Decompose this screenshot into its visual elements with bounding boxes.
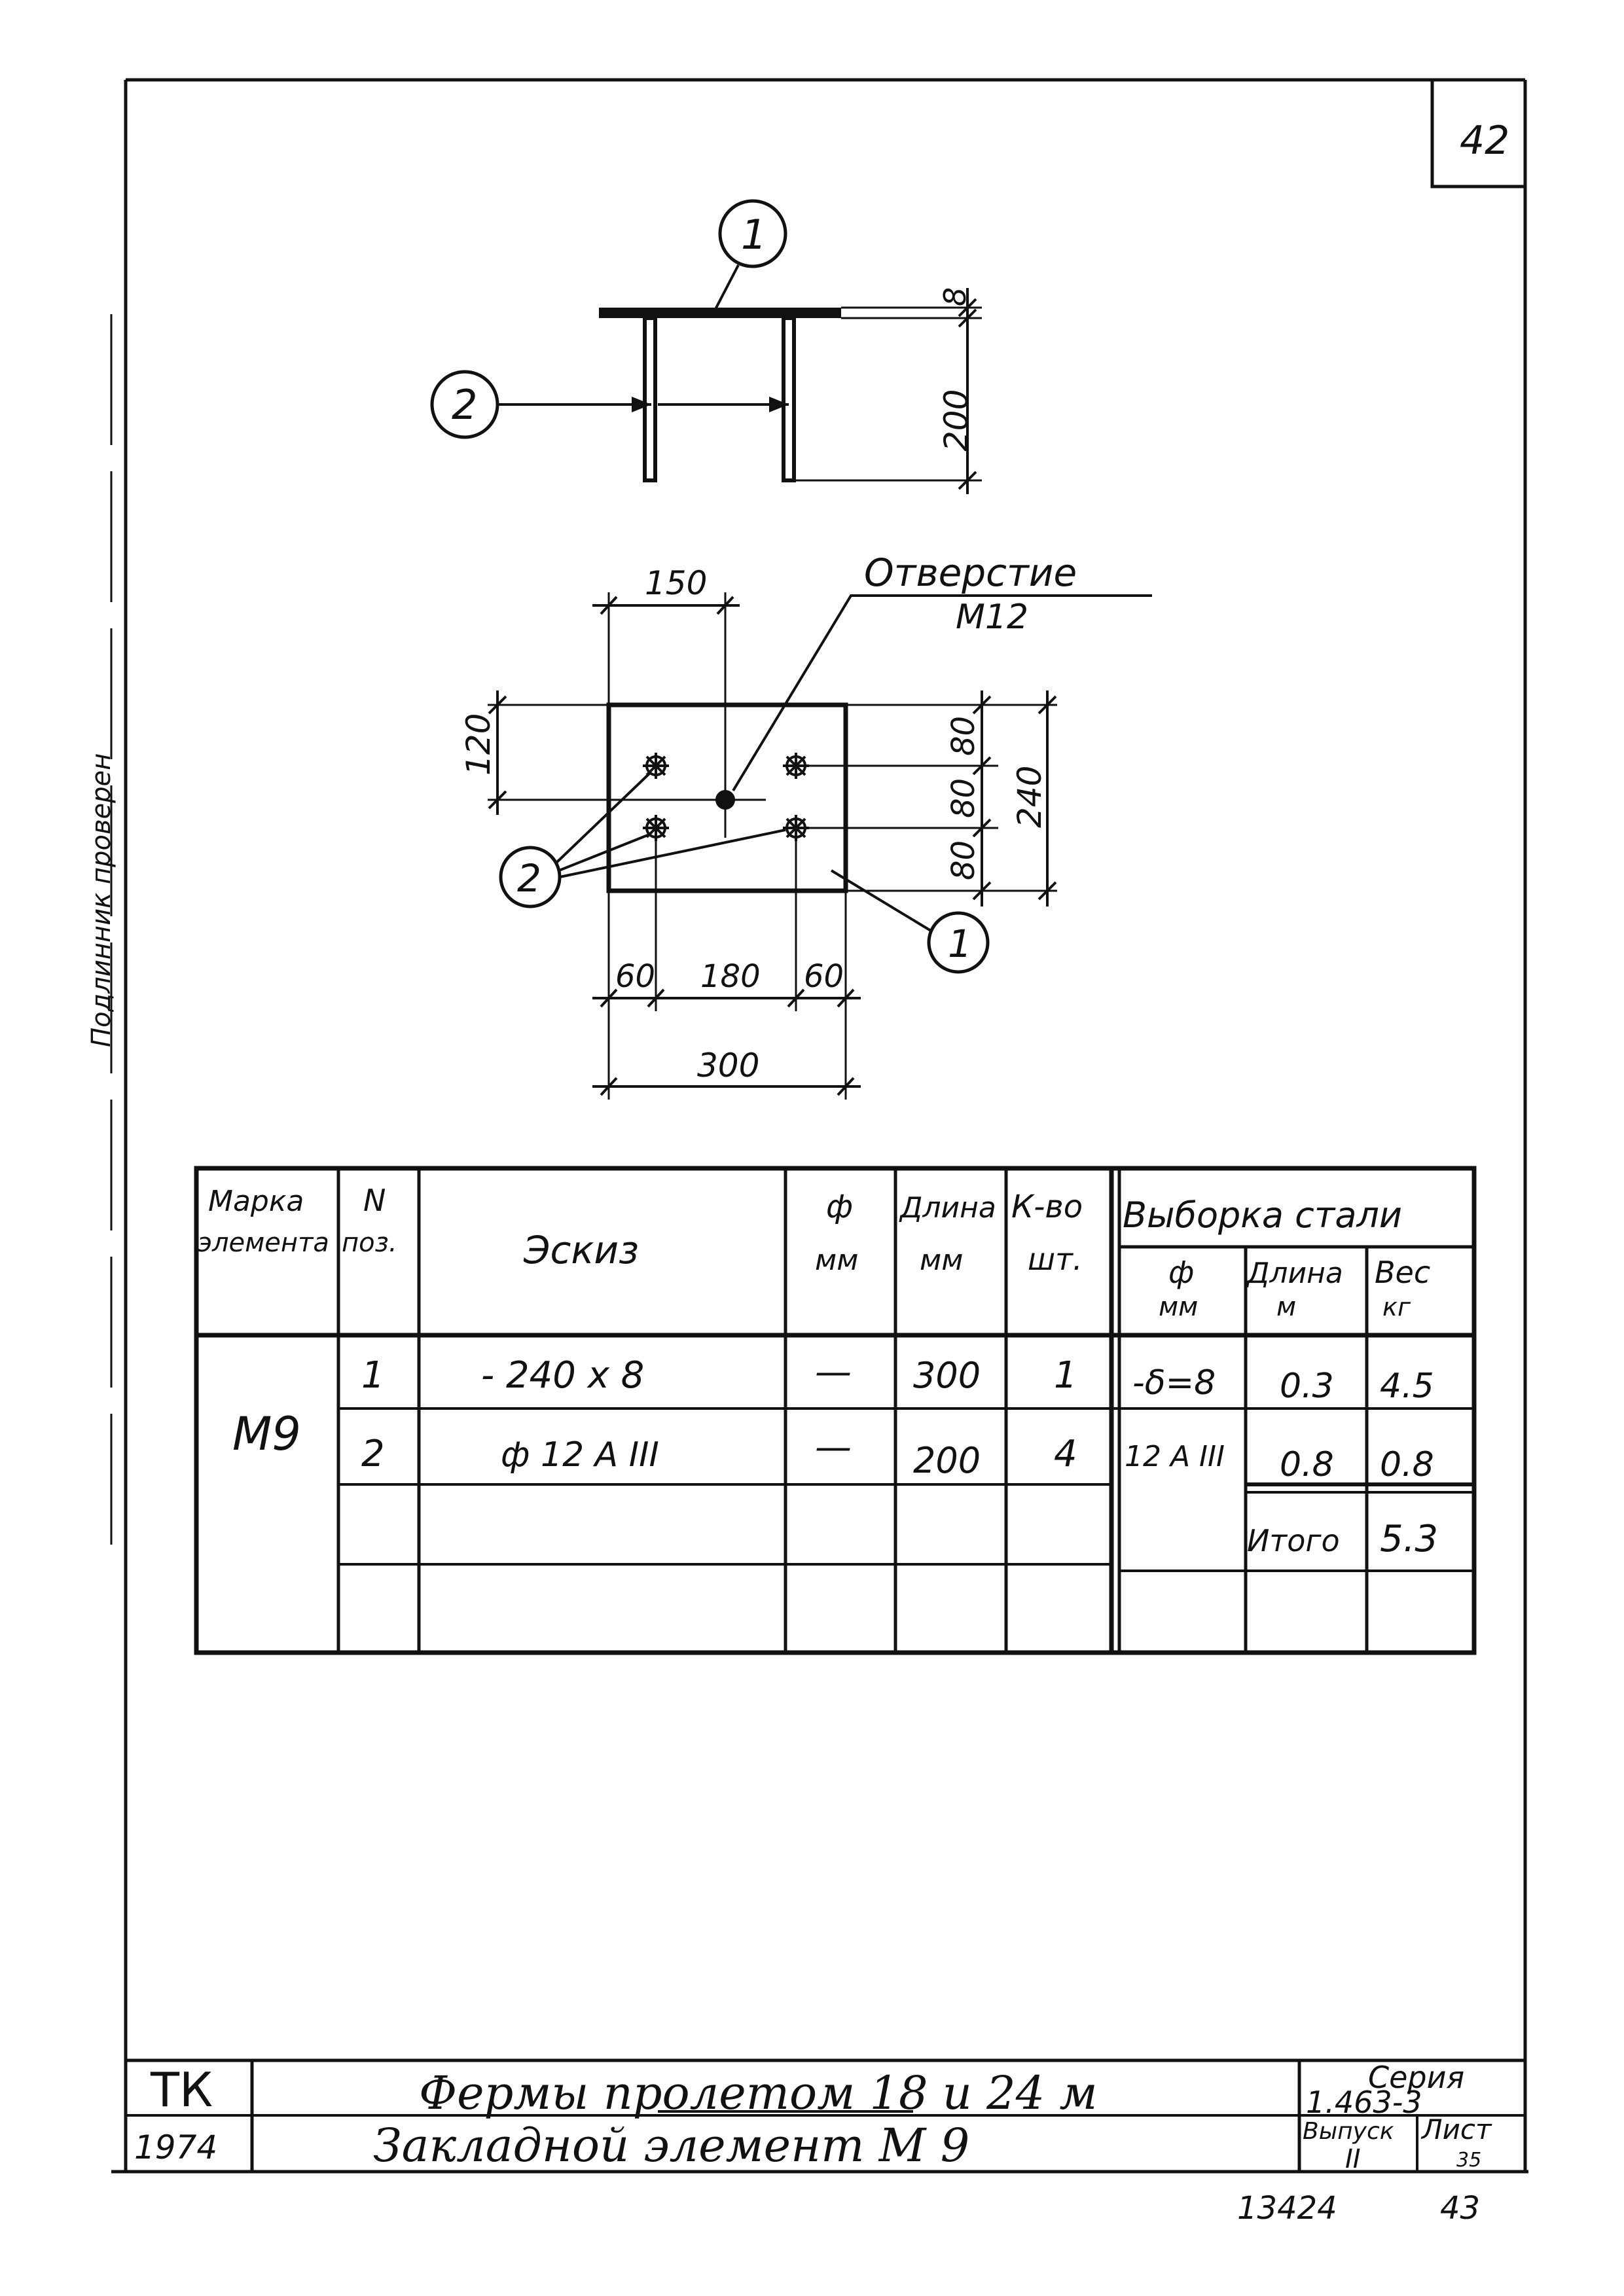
issue-label: Выпуск: [1303, 2118, 1394, 2145]
row1-steel-wt: 4.5: [1380, 1367, 1434, 1406]
dim-180: 180: [700, 958, 761, 995]
row2-length: 200: [913, 1440, 981, 1481]
dim-240: 240: [1011, 766, 1049, 828]
row1-qty: 1: [1054, 1354, 1077, 1397]
total-value: 5.3: [1380, 1518, 1438, 1560]
plan-callout-2-label: 2: [517, 856, 541, 901]
sheet-label: Лист: [1420, 2113, 1492, 2145]
hole-label-line1: Отверстие: [864, 550, 1077, 595]
row1-pos: 1: [361, 1354, 385, 1397]
table-row: 2 ф 12 А III — 200 4 12 А III 0.8 0.8: [361, 1426, 1434, 1484]
plan-view: Отверстие М12 150 120 80 80 80 240: [460, 550, 1152, 1100]
dim-300: 300: [697, 1047, 759, 1085]
plate-side: [599, 308, 841, 318]
hdr-mark-1: Марка: [208, 1185, 304, 1218]
row2-dia: —: [815, 1426, 852, 1469]
org-code: ТК: [150, 2062, 213, 2117]
row1-steel-dia: -δ=8: [1132, 1363, 1216, 1403]
dim-80-bottom: 80: [945, 840, 982, 880]
callout-1-label: 1: [741, 211, 767, 259]
dim-60-left: 60: [615, 958, 655, 995]
bar-mark-4: [783, 815, 809, 841]
hdr-steel-len-1: Длина: [1246, 1257, 1343, 1290]
dim-150: 150: [645, 564, 707, 602]
element-mark: М9: [232, 1407, 301, 1461]
row2-pos: 2: [361, 1433, 385, 1475]
hole-label-line2: М12: [956, 598, 1028, 637]
year: 1974: [134, 2128, 217, 2166]
hdr-dia-2: мм: [815, 1244, 858, 1277]
dim-plate-thickness: 8: [937, 287, 973, 306]
hdr-len-1: Длина: [899, 1191, 996, 1225]
hdr-steel-dia-2: мм: [1159, 1292, 1198, 1322]
hdr-steel-len-2: м: [1276, 1292, 1296, 1322]
plate-plan: [606, 702, 848, 893]
dim-60-right: 60: [804, 958, 844, 995]
inventory-number: 13424: [1237, 2190, 1337, 2227]
row1-dia: —: [815, 1351, 852, 1393]
title-line-2: Закладной элемент М 9: [373, 2119, 969, 2172]
row1-sketch: - 240 x 8: [481, 1354, 644, 1397]
total-label: Итого: [1247, 1523, 1340, 1558]
hdr-mark-2: элемента: [198, 1228, 329, 1258]
hdr-steel-wt-2: кг: [1382, 1293, 1411, 1321]
callout-2-label: 2: [452, 381, 477, 429]
hdr-len-2: мм: [920, 1244, 963, 1277]
callout-circle-1: [718, 199, 787, 268]
hdr-pos-1: N: [363, 1183, 386, 1218]
row2-steel-dia: 12 А III: [1125, 1440, 1225, 1473]
dim-80-top: 80: [945, 716, 982, 756]
hdr-qty-1: К-во: [1011, 1189, 1083, 1225]
row2-steel-len: 0.8: [1280, 1445, 1334, 1484]
corner-number-box: 42: [1430, 80, 1525, 188]
plan-callout-circle-1: [927, 911, 990, 974]
sheet-value: 35: [1456, 2149, 1481, 2172]
issue-value: II: [1345, 2144, 1361, 2174]
side-view: 1 2 8 200: [430, 199, 982, 494]
dim-120: 120: [460, 713, 497, 776]
footer: 13424 43: [1237, 2190, 1480, 2227]
bar-right: [782, 316, 796, 482]
hdr-steel-dia-1: ф: [1168, 1255, 1194, 1290]
row1-length: 300: [913, 1355, 981, 1396]
hdr-dia-1: ф: [826, 1189, 853, 1225]
row1-steel-len: 0.3: [1280, 1367, 1334, 1406]
table-row: 1 - 240 x 8 — 300 1 -δ=8 0.3 4.5: [361, 1351, 1434, 1406]
sheet-frame: [111, 78, 1528, 2174]
side-stamp: Подлинник проверен: [86, 314, 117, 1571]
bar-mark-2: [783, 753, 809, 779]
dim-80-mid: 80: [945, 778, 982, 818]
side-stamp-text: Подлинник проверен: [86, 753, 117, 1047]
series-value: 1.463-3: [1306, 2085, 1422, 2120]
bar-mark-1: [643, 753, 669, 779]
row2-sketch: ф 12 А III: [501, 1435, 659, 1475]
dim-bar-height: 200: [937, 389, 975, 452]
plan-callout-1-label: 1: [948, 922, 972, 966]
row2-steel-wt: 0.8: [1380, 1445, 1434, 1484]
hdr-steel-wt-1: Вес: [1375, 1255, 1430, 1290]
spec-table: Марка элемента N поз. Эскиз ф мм Длина м…: [194, 1166, 1477, 1655]
hdr-qty-2: шт.: [1028, 1242, 1083, 1277]
bar-left: [643, 316, 657, 482]
page-number: 43: [1440, 2190, 1480, 2227]
hdr-sketch: Эскиз: [523, 1228, 639, 1272]
corner-number: 42: [1460, 118, 1509, 164]
hdr-pos-2: поз.: [342, 1228, 397, 1258]
row2-qty: 4: [1054, 1433, 1077, 1475]
title-block: ТК 1974 Фермы пролетом 18 и 24 м Закладн…: [126, 2058, 1525, 2174]
hdr-steel: Выборка стали: [1123, 1194, 1402, 1236]
bar-mark-3: [643, 815, 669, 841]
series-label: Серия: [1368, 2060, 1464, 2095]
bar-marks: [643, 753, 809, 841]
